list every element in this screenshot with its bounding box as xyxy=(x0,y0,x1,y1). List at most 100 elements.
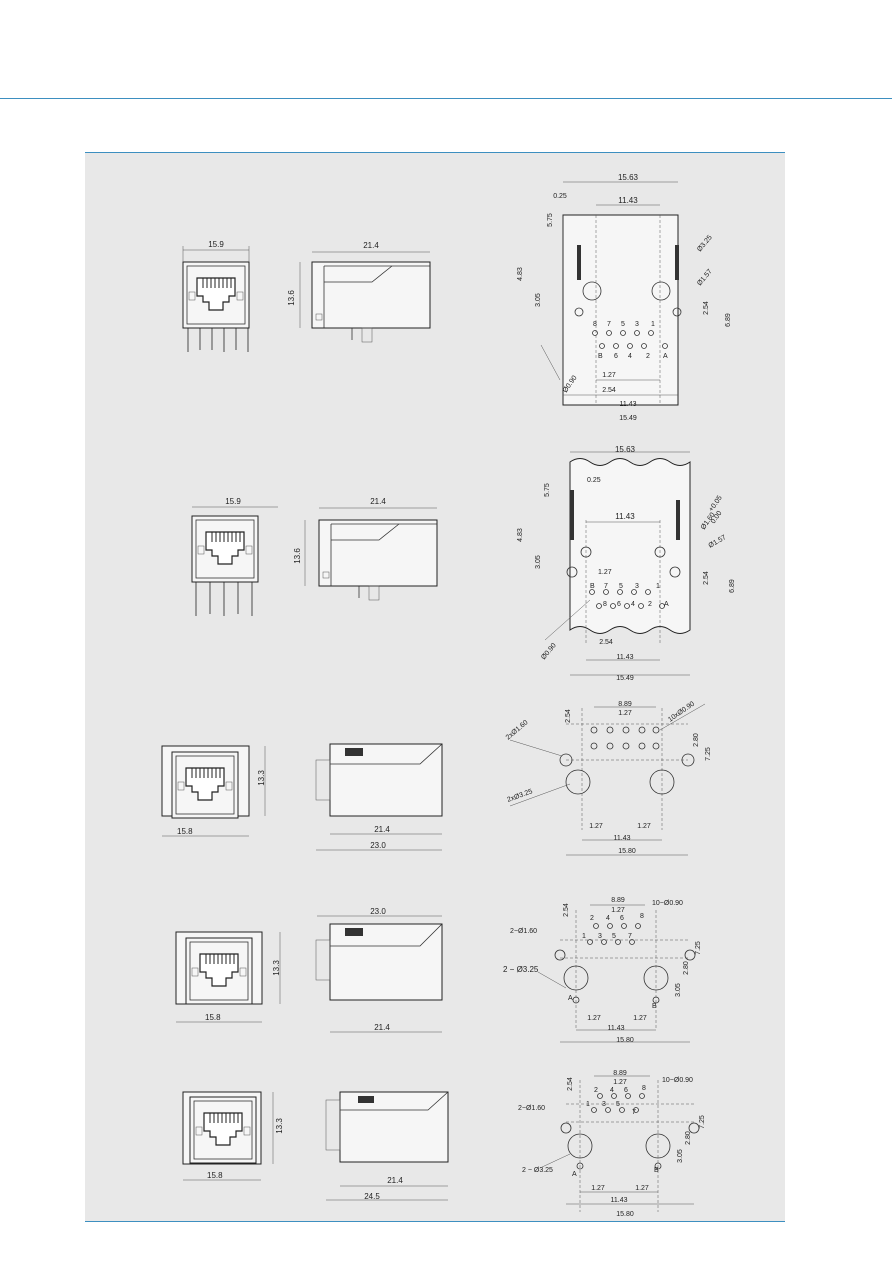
pin-label: 8 xyxy=(640,913,644,920)
row5-fp-dim-2: 2.54 xyxy=(567,1077,574,1091)
row3-fp-dim-0: 8.89 xyxy=(618,701,632,708)
pin-label: 6 xyxy=(614,353,618,360)
row3-side-depth: 21.4 xyxy=(374,825,390,834)
row3-fp-dim-4: 7.25 xyxy=(705,747,712,761)
row3-fp-dim-2: 2.54 xyxy=(565,709,572,723)
row1-fp-dim-3: 5.75 xyxy=(547,213,554,227)
row3-front-view xyxy=(161,745,266,837)
pin-label: 5 xyxy=(616,1101,620,1108)
row1-side-view xyxy=(299,251,431,343)
row4-fp-dim-1: 1.27 xyxy=(611,907,625,914)
row2-fp-dim-5: 3.05 xyxy=(535,555,542,569)
row3-fp-hole-2: 2xØ3.25 xyxy=(506,788,533,804)
row2-fp-dim-1: 0.25 xyxy=(587,477,601,484)
row3-side-total: 23.0 xyxy=(370,841,386,850)
pin-label: 2 xyxy=(648,601,652,608)
pin-label: 3 xyxy=(602,1101,606,1108)
row2-side-depth: 21.4 xyxy=(370,497,386,506)
row4-fp-dim-6: 1.27 xyxy=(587,1015,601,1022)
pin-label: 1 xyxy=(586,1101,590,1108)
row5-fp-dim-9: 15.80 xyxy=(616,1211,634,1218)
row4-fp-dim-5: 3.05 xyxy=(675,983,682,997)
pin-label: 5 xyxy=(612,933,616,940)
pin-label: 5 xyxy=(621,321,625,328)
pin-label: 1 xyxy=(656,583,660,590)
pin-label: 4 xyxy=(628,353,632,360)
row1-fp-dim-9: 2.54 xyxy=(602,387,616,394)
row1-side-height: 13.6 xyxy=(287,290,296,306)
pin-label: B xyxy=(598,353,603,360)
row1-fp-dim-10: 11.43 xyxy=(620,401,637,408)
pin-label: 2 xyxy=(646,353,650,360)
row2-front-view xyxy=(191,506,278,616)
row2-fp-dim-11: 15.49 xyxy=(616,675,634,682)
pin-label: 7 xyxy=(604,583,608,590)
row2-fp-dim-8: 6.89 xyxy=(729,579,736,593)
row5-pin-labels: 2 4 6 8 1 3 5 7 A B xyxy=(572,1085,659,1178)
row1-fp-hole-1: Ø1.57 xyxy=(696,268,714,287)
row5-front-height: 13.3 xyxy=(275,1118,284,1134)
row5-fp-dim-7: 11.43 xyxy=(611,1197,628,1204)
row1-pin-labels-top: 8 7 5 3 1 xyxy=(593,321,655,328)
row2-fp-dim-6: 1.27 xyxy=(598,569,612,576)
row1-footprint xyxy=(540,181,682,406)
pin-label: 7 xyxy=(632,1109,636,1116)
pin-label: B xyxy=(654,1167,659,1174)
row1-front-width: 15.9 xyxy=(208,240,224,249)
row5-fp-dim-6: 1.27 xyxy=(591,1185,605,1192)
pin-label: 5 xyxy=(619,583,623,590)
row4-fp-hole-0: 2−Ø1.60 xyxy=(510,928,537,935)
row5-footprint xyxy=(539,1075,700,1212)
row2-front-width: 15.9 xyxy=(225,497,241,506)
row5-fp-dim-0: 8.89 xyxy=(613,1070,627,1077)
pin-label: 3 xyxy=(598,933,602,940)
row4-fp-dim-2: 2.54 xyxy=(563,903,570,917)
pin-label: 7 xyxy=(607,321,611,328)
row2-footprint xyxy=(544,451,691,676)
row2-fp-hole-3: Ø1.57 xyxy=(708,534,728,550)
row3-front-height: 13.3 xyxy=(257,770,266,786)
row2-fp-dim-3: 4.83 xyxy=(517,528,524,542)
row3-fp-dim-3: 2.80 xyxy=(693,733,700,747)
row3-fp-dim-5: 1.27 xyxy=(589,823,603,830)
row4-pin-labels: 2 4 6 8 1 3 5 7 A B xyxy=(568,913,657,1010)
row3-fp-dim-7: 1.27 xyxy=(637,823,651,830)
row5-front-width: 15.8 xyxy=(207,1171,223,1180)
row1-fp-dim-0: 15.63 xyxy=(618,173,639,182)
pin-label: 2 xyxy=(590,915,594,922)
row3-front-width: 15.8 xyxy=(177,827,193,836)
pin-label: 8 xyxy=(603,601,607,608)
row2-fp-dim-0: 15.63 xyxy=(615,445,636,454)
pin-label: A xyxy=(663,353,668,360)
row4-fp-dim-7: 11.43 xyxy=(608,1025,625,1032)
row4-fp-dim-3: 2.80 xyxy=(683,961,690,975)
row1-fp-dim-1: 11.43 xyxy=(618,196,638,205)
row4-fp-dim-9: 15.80 xyxy=(616,1037,634,1044)
pin-label: 1 xyxy=(582,933,586,940)
row4-front-view xyxy=(175,931,281,1023)
row2-fp-dim-2: 5.75 xyxy=(544,483,551,497)
header-rule xyxy=(0,98,892,99)
row5-fp-dim-3: 2.80 xyxy=(685,1131,692,1145)
row4-fp-dim-0: 8.89 xyxy=(611,897,625,904)
row3-fp-hole-1: 10xØ0.90 xyxy=(667,700,696,723)
row5-fp-hole-2: 2 − Ø3.25 xyxy=(522,1167,553,1174)
row1-fp-dim-6: 2.54 xyxy=(703,301,710,315)
row4-footprint xyxy=(537,904,696,1043)
row1-side-depth: 21.4 xyxy=(363,241,379,250)
row1-fp-dim-11: 15.49 xyxy=(619,415,637,422)
pin-label: B xyxy=(652,1003,657,1010)
row4-fp-hole-1: 10−Ø0.90 xyxy=(652,900,683,907)
row3-side-view xyxy=(315,743,443,851)
row3-fp-hole-0: 2xØ1.60 xyxy=(505,719,530,741)
row5-fp-hole-1: 10−Ø0.90 xyxy=(662,1077,693,1084)
row3-fp-dim-8: 15.80 xyxy=(618,848,636,855)
pin-label: 4 xyxy=(606,915,610,922)
row1-fp-dim-7: 6.89 xyxy=(725,313,732,327)
row2-fp-dim-7: 2.54 xyxy=(703,571,710,585)
row1-front-view xyxy=(182,246,250,352)
row4-fp-dim-8: 1.27 xyxy=(633,1015,647,1022)
row2-fp-dim-4: 11.43 xyxy=(615,512,635,521)
row2-fp-dim-9: 2.54 xyxy=(599,639,613,646)
row4-fp-dim-4: 7.25 xyxy=(695,941,702,955)
